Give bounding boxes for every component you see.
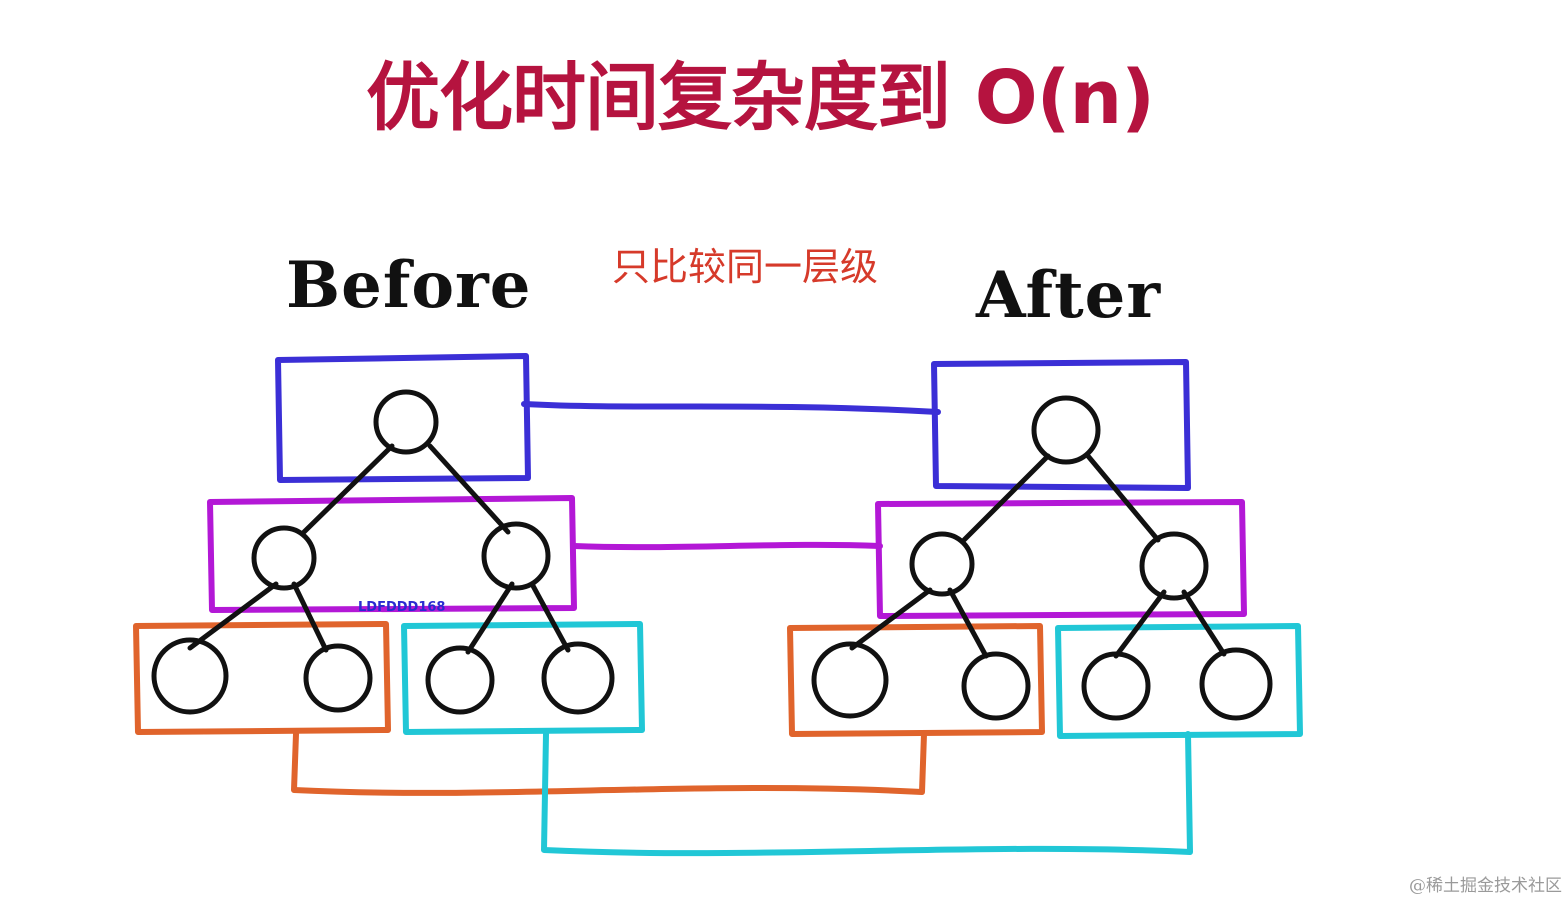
after-level1-box (931, 359, 1191, 491)
after-level2-box (875, 499, 1247, 619)
before-node-right (481, 521, 551, 591)
after-leaf-3 (1081, 651, 1151, 721)
before-leaf-3 (425, 645, 495, 715)
after-leaf-1 (811, 641, 889, 719)
before-level1-box (275, 353, 531, 483)
before-label: Before (286, 248, 532, 323)
overlay-watermark-tag: LDFDDD168 (358, 600, 446, 615)
after-level3-left-box (787, 623, 1045, 737)
level3-left-connector (291, 731, 927, 796)
after-level3-right-box (1055, 623, 1303, 739)
after-leaf-2 (961, 651, 1031, 721)
subtitle-same-level: 只比较同一层级 (612, 245, 879, 289)
before-leaf-2 (303, 643, 373, 713)
before-leaf-1 (151, 637, 229, 715)
diagram-title: 优化时间复杂度到 O(n) (366, 55, 1155, 141)
before-tree-edges (187, 443, 571, 655)
level1-connector (521, 401, 941, 415)
after-tree-nodes (811, 395, 1273, 721)
before-node-left (251, 525, 317, 591)
before-root-node (373, 389, 439, 455)
credit-watermark: @稀土掘金技术社区 (1409, 876, 1562, 896)
after-node-right (1139, 531, 1209, 601)
after-tree-edges (849, 453, 1227, 659)
after-label: After (976, 258, 1162, 333)
level3-right-connector (541, 731, 1193, 857)
before-tree-nodes (151, 389, 615, 715)
level2-connector (571, 541, 883, 551)
after-leaf-4 (1199, 647, 1273, 721)
after-root-node (1031, 395, 1101, 465)
before-leaf-4 (541, 641, 615, 715)
before-level2-box (207, 495, 577, 613)
after-node-left (909, 531, 975, 597)
before-level3-left-box (133, 621, 391, 735)
before-level3-right-box (401, 621, 645, 735)
